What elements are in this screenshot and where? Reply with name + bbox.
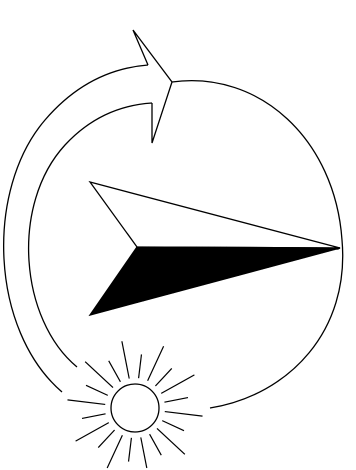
sun-ray xyxy=(67,400,105,405)
sun-ray xyxy=(161,375,194,393)
sun-ray xyxy=(82,414,106,419)
sun-ray xyxy=(157,428,185,454)
sun-ray xyxy=(162,421,184,431)
sun-ray xyxy=(109,361,121,382)
plane-upper-wing xyxy=(90,182,340,248)
sun-ray xyxy=(85,362,113,388)
sun-ray xyxy=(155,368,171,386)
sun-disc xyxy=(111,384,159,432)
sun-ray xyxy=(86,385,108,395)
sun-ray xyxy=(164,398,188,403)
sun-ray xyxy=(98,430,114,448)
cycle-arrowhead xyxy=(133,30,172,143)
sun-ray xyxy=(107,435,122,468)
sun-ray xyxy=(122,341,129,378)
sun-ray xyxy=(139,354,142,378)
sun-icon xyxy=(67,341,202,468)
sun-ray xyxy=(76,423,109,441)
sun-ray xyxy=(129,438,132,462)
sun-ray xyxy=(141,437,147,468)
paper-plane-icon xyxy=(90,182,340,315)
sun-ray xyxy=(165,412,203,417)
sun-ray xyxy=(150,434,162,455)
sun-ray xyxy=(148,346,164,380)
